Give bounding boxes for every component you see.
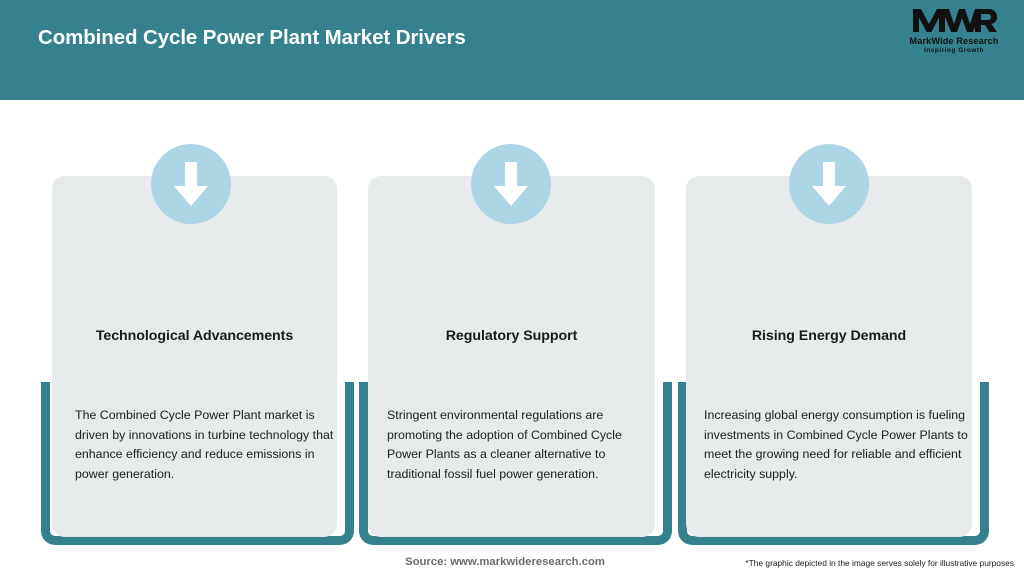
footer-disclaimer: *The graphic depicted in the image serve…	[745, 558, 1014, 568]
driver-card-group-1: Technological Advancements The Combined …	[41, 100, 354, 576]
page-title: Combined Cycle Power Plant Market Driver…	[38, 26, 466, 49]
mwr-monogram-icon	[913, 9, 997, 32]
driver-card-1[interactable]: Technological Advancements The Combined …	[52, 176, 337, 537]
driver-card-group-3: Rising Energy Demand Increasing global e…	[678, 100, 989, 576]
driver-card-group-2: Regulatory Support Stringent environment…	[359, 100, 672, 576]
driver-card-2[interactable]: Regulatory Support Stringent environment…	[368, 176, 655, 537]
footer-source: Source: www.markwideresearch.com	[405, 556, 605, 568]
card-heading-1: Technological Advancements	[95, 328, 294, 344]
card-bracket-3	[678, 382, 989, 545]
brand-name: MarkWide Research	[909, 36, 999, 46]
brand-logo: MarkWide Research Inspiring Growth	[900, 6, 1008, 64]
card-heading-3: Rising Energy Demand	[751, 328, 907, 344]
card-body-1: The Combined Cycle Power Plant market is…	[75, 408, 334, 481]
card-body-3: Increasing global energy consumption is …	[704, 408, 968, 481]
arrow-down-icon	[494, 162, 528, 206]
arrow-down-icon-circle-3	[789, 144, 869, 224]
arrow-down-icon	[174, 162, 208, 206]
arrow-down-icon-circle-1	[151, 144, 231, 224]
arrow-down-icon	[812, 162, 846, 206]
card-bracket-2	[359, 382, 672, 545]
cards-area: Technological Advancements The Combined …	[0, 100, 1024, 576]
driver-card-3[interactable]: Rising Energy Demand Increasing global e…	[686, 176, 972, 537]
card-body-2: Stringent environmental regulations are …	[387, 408, 622, 481]
card-bracket-1	[41, 382, 354, 545]
brand-tagline: Inspiring Growth	[924, 47, 984, 54]
arrow-down-icon-circle-2	[471, 144, 551, 224]
card-heading-2: Regulatory Support	[445, 328, 578, 344]
header-bar: Combined Cycle Power Plant Market Driver…	[0, 0, 1024, 100]
